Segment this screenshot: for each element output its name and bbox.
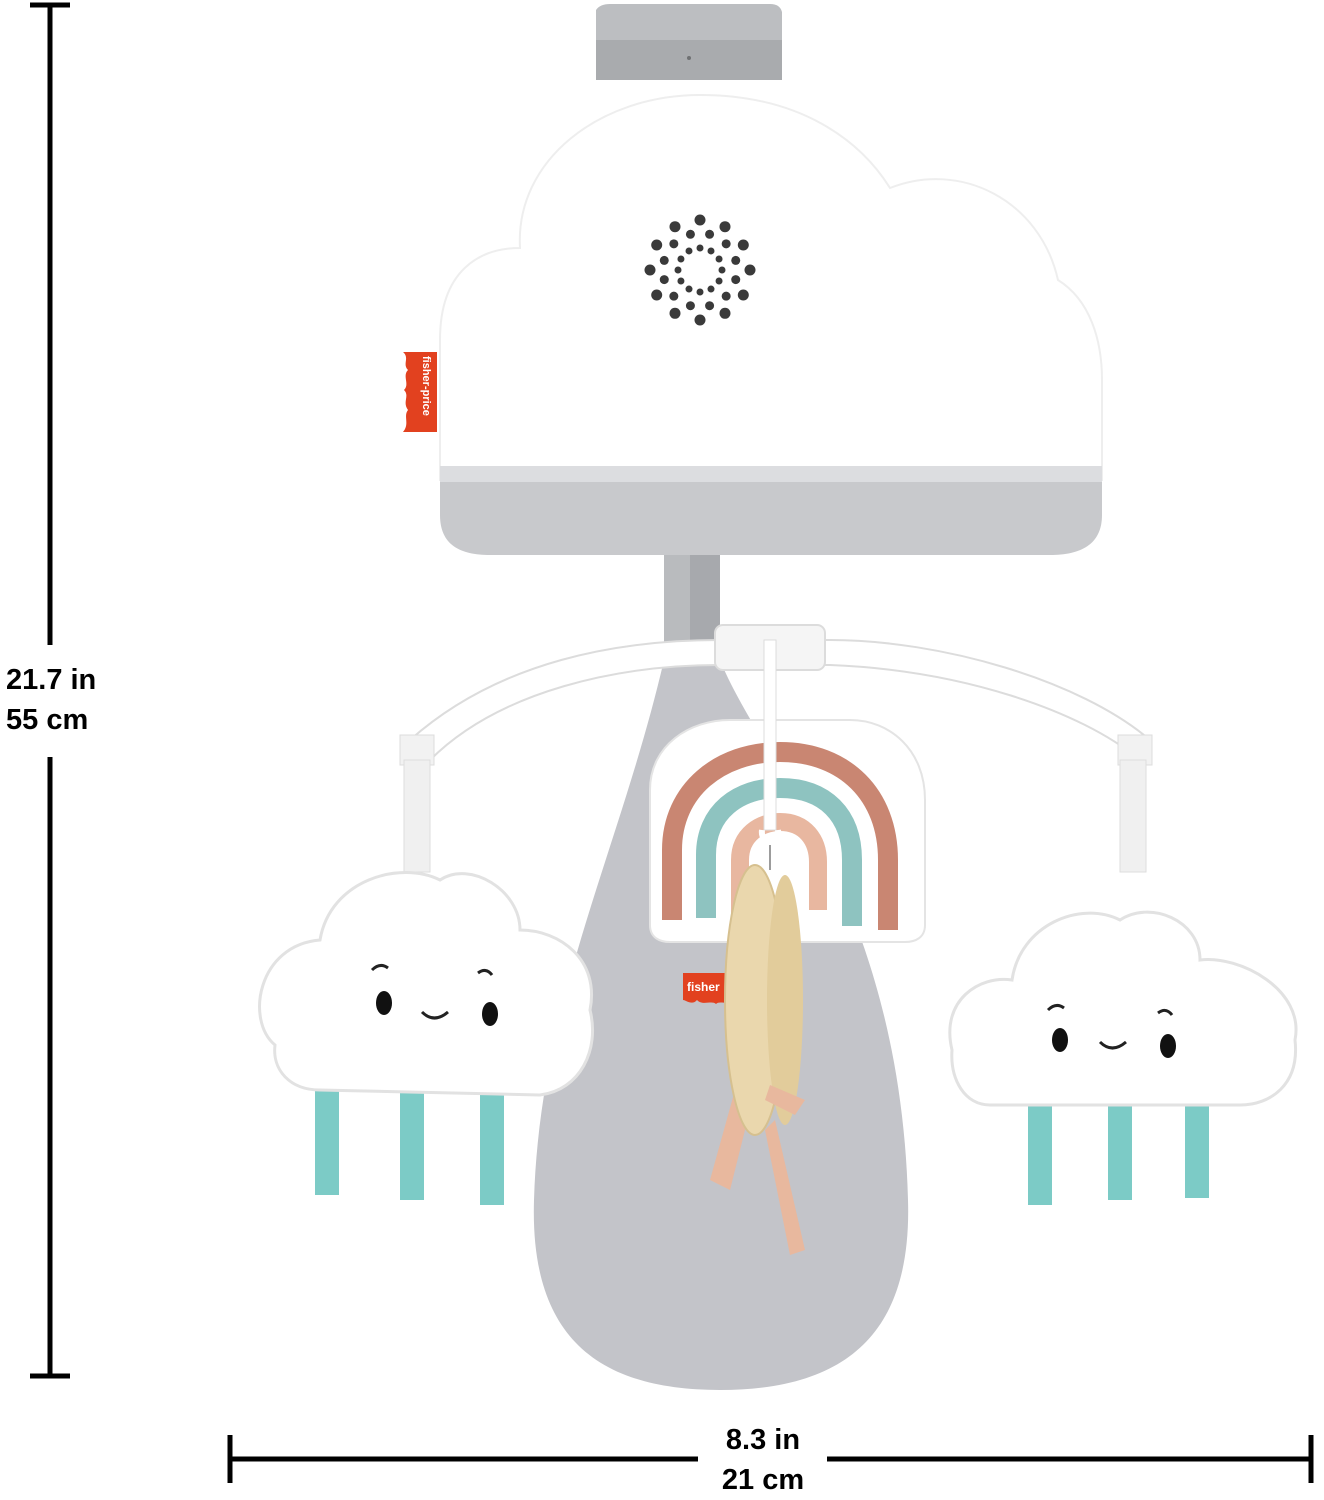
width-imperial: 8.3 in xyxy=(725,1424,801,1456)
left-cloud-plush xyxy=(258,871,595,1205)
svg-text:fisher: fisher xyxy=(687,980,720,994)
width-dimension-line xyxy=(227,1435,1314,1483)
height-imperial: 21.7 in xyxy=(6,664,97,696)
hanging-hook xyxy=(744,557,813,615)
svg-text:fisher-price: fisher-price xyxy=(420,356,432,416)
height-metric: 55 cm xyxy=(6,704,89,736)
top-mount-clip xyxy=(596,4,782,80)
height-dimension-label: 21.7 in 55 cm xyxy=(6,660,96,740)
speaker-grille-icon xyxy=(644,214,756,326)
fisher-price-tag-side: fisher-price xyxy=(403,352,437,432)
fisher-price-tag-paddle: fisher xyxy=(683,973,735,1004)
moon-toy xyxy=(710,864,805,1255)
width-metric: 21 cm xyxy=(721,1464,805,1496)
cloud-projector-body xyxy=(439,93,1103,555)
cloud-straps xyxy=(403,759,1147,873)
height-dimension-line xyxy=(30,2,70,1379)
rainbow-toy xyxy=(649,719,926,943)
right-cloud-plush xyxy=(948,910,1298,1205)
center-hanger xyxy=(758,639,782,870)
width-dimension-label: 8.3 in 21 cm xyxy=(693,1420,833,1500)
